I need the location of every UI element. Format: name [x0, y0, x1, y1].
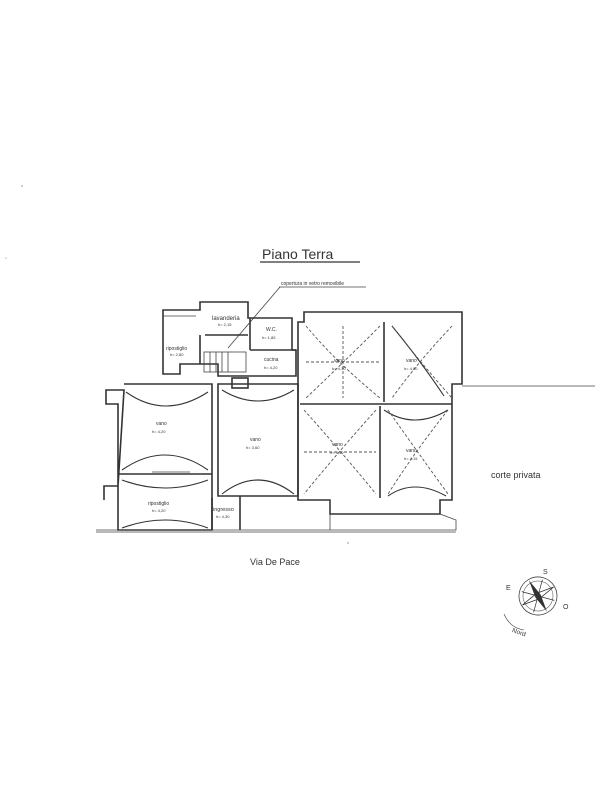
plan-title: Piano Terra — [262, 246, 334, 262]
room-wc-height: h= 1,85 — [262, 335, 276, 340]
room-wc-name: W.C. — [266, 327, 277, 333]
boundary-lower — [96, 500, 457, 531]
cross-vault-tr1 — [305, 325, 381, 399]
vault-left-bottom — [121, 454, 209, 471]
cross-vault-br2 — [387, 409, 449, 495]
room-vano-br1-name: vano — [332, 442, 343, 448]
room-vano-tr1-height: h= 4,10 — [332, 366, 346, 371]
room-ingresso-name: ingresso — [213, 507, 234, 513]
vault-center-bottom — [221, 479, 295, 495]
vault-center-top — [221, 389, 295, 402]
room-vano-br2-name: vano — [406, 448, 417, 454]
room-vano-tr1-name: vano — [334, 358, 345, 364]
compass-north-label: Nord — [511, 627, 527, 639]
compass-ring — [518, 576, 558, 616]
vault-br2-top — [383, 409, 449, 421]
room-ripostiglio-bottom-height: h= 4,20 — [152, 508, 166, 513]
compass-needle-eo — [522, 586, 554, 606]
room-vano-br2-height: h= 4,15 — [404, 456, 418, 461]
vault-left-lower-bottom — [121, 519, 209, 529]
chimney-block — [231, 377, 249, 389]
room-cucina-height: h= 4,20 — [264, 365, 278, 370]
compass-north-arrow — [503, 613, 525, 631]
room-vano-left-name: vano — [156, 421, 167, 427]
room-vano-center-name: vano — [250, 437, 261, 443]
room-cucina-name: cucina — [264, 357, 279, 363]
room-ingresso-height: h= 4,30 — [216, 514, 230, 519]
room-vano-br1-height: h= 4,10 — [330, 450, 344, 455]
courtyard-label: corte privata — [491, 470, 541, 480]
room-ripostiglio-top-height: h= 2,80 — [170, 352, 184, 357]
cross-vault-br1 — [303, 409, 377, 495]
compass-needle-diag1 — [521, 579, 555, 613]
plan-title-group: Piano Terra — [260, 246, 360, 263]
compass-rose — [518, 576, 558, 616]
room-vano-tr2-name: vano — [406, 358, 417, 364]
vault-arcs — [121, 325, 449, 529]
street-label: Via De Pace — [250, 557, 300, 567]
compass-south-label: S — [543, 569, 548, 576]
vault-left-lower-top — [121, 479, 209, 489]
scan-speck-3 — [347, 542, 349, 544]
room-lavanderia-height: h= 2,15 — [218, 322, 232, 327]
compass-west-label: O — [563, 604, 569, 611]
room-labels: lavanderia h= 2,15 W.C. h= 1,85 ripostig… — [148, 316, 418, 519]
room-lavanderia-name: lavanderia — [212, 316, 240, 322]
vault-br2-bottom — [387, 486, 447, 497]
cross-vaults — [303, 325, 453, 495]
cross-vault-tr2 — [391, 325, 453, 399]
vault-tr2-side — [391, 325, 445, 397]
scan-marks — [5, 185, 349, 544]
building-walls — [96, 301, 595, 533]
room-vano-left-height: h= 4,20 — [152, 429, 166, 434]
vault-left-top — [125, 391, 209, 407]
scan-speck-1 — [21, 185, 23, 187]
scan-speck-2 — [5, 257, 7, 259]
room-ripostiglio-top-name: ripostiglio — [166, 346, 187, 352]
room-vano-center-height: h= 3,60 — [246, 445, 260, 450]
roof-note: copertura in vetro removibile — [281, 281, 344, 287]
stair-block — [203, 351, 247, 373]
room-vano-tr2-height: h= 4,00 — [404, 366, 418, 371]
room-ripostiglio-bottom-name: ripostiglio — [148, 501, 169, 507]
compass-east-label: E — [506, 585, 511, 592]
